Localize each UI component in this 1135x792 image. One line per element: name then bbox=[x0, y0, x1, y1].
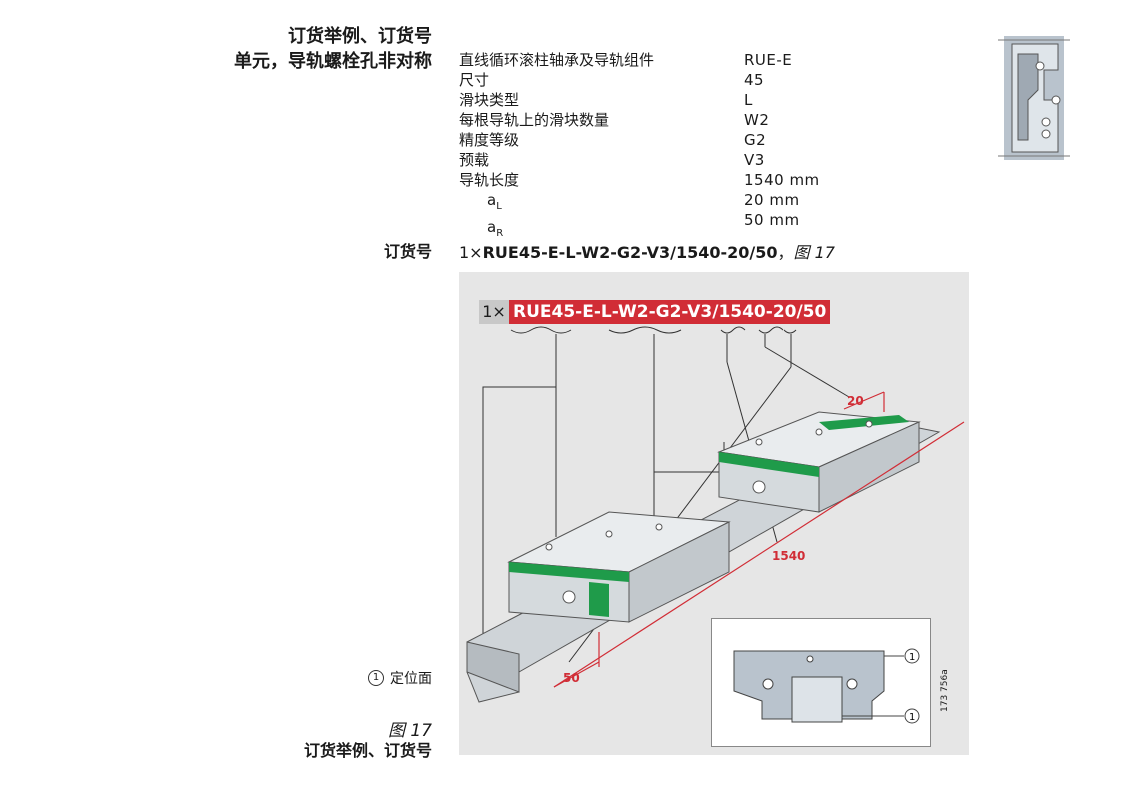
spec-value: 45 bbox=[744, 71, 765, 89]
order-code: RUE45-E-L-W2-G2-V3/1540-20/50 bbox=[482, 243, 778, 262]
dim-20-label: 20 bbox=[847, 394, 864, 408]
spec-value: RUE-E bbox=[744, 51, 793, 69]
dimension-lines bbox=[553, 391, 965, 688]
callout-1-top: 1 bbox=[909, 652, 915, 663]
code-segment-braces bbox=[510, 326, 797, 334]
legend-text: 定位面 bbox=[390, 671, 432, 687]
spec-value: 20 mm bbox=[744, 191, 800, 209]
drawing-id: 173 756a bbox=[940, 669, 950, 712]
spec-values: RUE-E 45 L W2 G2 V3 1540 mm 20 mm 50 mm bbox=[744, 50, 820, 230]
spec-value: 1540 mm bbox=[744, 171, 820, 189]
spec-label: 尺寸 bbox=[459, 71, 490, 89]
profile-thumbnail-icon bbox=[998, 36, 1070, 160]
carriage-2 bbox=[717, 411, 921, 513]
cross-section-drawing: 1 1 bbox=[733, 648, 920, 724]
heading-line2: 单元，导轨螺栓孔非对称 bbox=[234, 51, 432, 72]
caption-text: 订货举例、订货号 bbox=[303, 741, 432, 760]
spec-label: 精度等级 bbox=[459, 131, 520, 149]
dim-1540-label: 1540 bbox=[772, 549, 805, 563]
spec-value: W2 bbox=[744, 111, 770, 129]
cross-section-inset: 1 1 bbox=[711, 618, 931, 747]
rail-assembly-drawing: 20 1540 50 bbox=[466, 326, 965, 703]
spec-label: 预载 bbox=[459, 151, 490, 169]
spec-value: 50 mm bbox=[744, 211, 800, 229]
spec-sub-label-ar: aR bbox=[487, 218, 504, 239]
order-number: 1×RUE45-E-L-W2-G2-V3/1540-20/50，图 17 bbox=[459, 243, 835, 262]
carriage-1 bbox=[507, 511, 731, 623]
legend: 1 定位面 bbox=[368, 668, 432, 688]
callout-1-bottom: 1 bbox=[909, 712, 915, 723]
caption-figure: 图 17 bbox=[387, 721, 432, 741]
spec-label: 导轨长度 bbox=[459, 171, 520, 189]
order-qty: 1× bbox=[459, 243, 483, 262]
spec-sub-label-al: aL bbox=[487, 191, 502, 212]
order-label: 订货号 bbox=[383, 242, 432, 261]
spec-label: 直线循环滚柱轴承及导轨组件 bbox=[459, 51, 655, 69]
diagram-order-code: RUE45-E-L-W2-G2-V3/1540-20/50 bbox=[509, 300, 831, 324]
spec-value: G2 bbox=[744, 131, 767, 149]
dim-50-label: 50 bbox=[563, 671, 580, 685]
spec-label: 每根导轨上的滑块数量 bbox=[459, 111, 610, 129]
heading-line1: 订货举例、订货号 bbox=[288, 26, 432, 47]
spec-labels: 直线循环滚柱轴承及导轨组件 尺寸 滑块类型 每根导轨上的滑块数量 精度等级 预载… bbox=[459, 50, 654, 244]
figure-ref: 图 17 bbox=[793, 243, 835, 262]
legend-marker: 1 bbox=[368, 670, 384, 686]
diagram-qty: 1× bbox=[479, 300, 509, 324]
spec-value: L bbox=[744, 91, 753, 109]
spec-value: V3 bbox=[744, 151, 765, 169]
spec-label: 滑块类型 bbox=[459, 91, 520, 109]
